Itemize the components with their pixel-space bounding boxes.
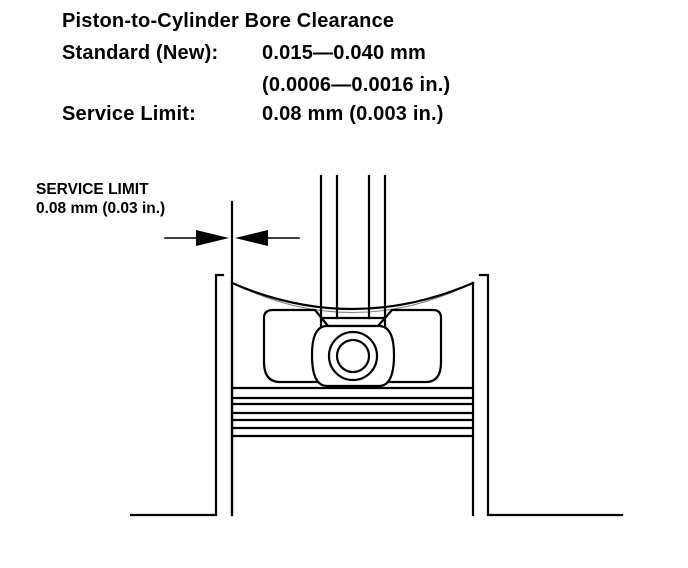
cylinder-wall-right [478, 273, 624, 517]
cylinder-wall-left [129, 200, 234, 517]
standard-value-mm: 0.015—0.040 mm [262, 42, 427, 64]
callout-value: 0.08 mm (0.03 in.) [36, 200, 166, 217]
standard-label: Standard (New): [62, 42, 219, 64]
service-limit-label: Service Limit: [62, 103, 196, 125]
spec-title: Piston-to-Cylinder Bore Clearance [62, 10, 395, 32]
service-limit-value: 0.08 mm (0.003 in.) [262, 103, 444, 125]
connecting-rod [319, 174, 387, 328]
piston [230, 281, 475, 517]
callout-title: SERVICE LIMIT [36, 181, 149, 198]
piston-rings [230, 386, 475, 438]
clearance-dimension-arrows [164, 230, 300, 246]
standard-value-in: (0.0006—0.0016 in.) [262, 74, 451, 96]
